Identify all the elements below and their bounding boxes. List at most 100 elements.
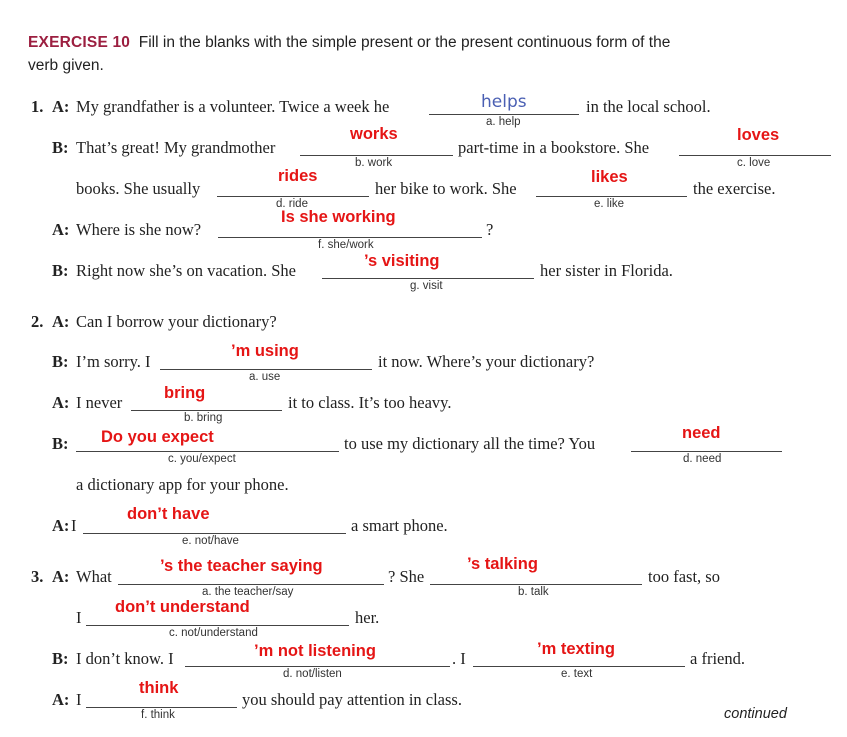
answer-text: need — [682, 424, 721, 442]
verb-hint: d. not/listen — [283, 668, 342, 680]
speaker-label: B: — [52, 138, 69, 157]
answer-blank[interactable] — [631, 451, 782, 452]
verb-hint: e. like — [594, 198, 625, 210]
speaker-label: A: — [52, 567, 70, 586]
instruction-text: Fill in the blanks with the simple prese… — [138, 34, 671, 51]
speaker-label: B: — [52, 434, 69, 453]
sentence-text: I never — [76, 393, 123, 412]
speaker-label: A: — [52, 393, 70, 412]
answer-text: Do you expect — [101, 428, 214, 446]
sentence-text: I — [71, 516, 77, 535]
sentence-text: books. She usually — [76, 179, 201, 198]
answer-text: bring — [164, 384, 206, 402]
verb-hint: a. use — [249, 371, 281, 383]
verb-hint: b. work — [355, 157, 393, 169]
answer-blank[interactable] — [218, 237, 482, 238]
answer-blank[interactable] — [217, 196, 369, 197]
speaker-label: A: — [52, 312, 70, 331]
sentence-text: you should pay attention in class. — [242, 690, 462, 709]
sentence-text: ? She — [388, 567, 425, 586]
verb-hint: a. help — [486, 116, 521, 128]
answer-text: ’s talking — [467, 555, 538, 573]
item-number: 2. — [31, 312, 44, 331]
answer-text: Is she working — [281, 208, 396, 226]
sentence-text: her. — [355, 608, 380, 627]
answer-blank[interactable] — [536, 196, 687, 197]
answer-blank[interactable] — [185, 666, 450, 667]
sentence-text: . I — [452, 649, 466, 668]
verb-hint: c. not/understand — [169, 627, 258, 639]
speaker-label: B: — [52, 352, 69, 371]
answer-text: ’m not listening — [254, 642, 376, 660]
speaker-label: A: — [52, 220, 70, 239]
sentence-text: a dictionary app for your phone. — [76, 475, 289, 494]
sentence-text: in the local school. — [586, 97, 711, 116]
answer-text: think — [139, 679, 179, 697]
sentence-text: Can I borrow your dictionary? — [76, 312, 277, 331]
answer-blank[interactable] — [160, 369, 372, 370]
verb-hint: b. bring — [184, 412, 223, 424]
item-number: 1. — [31, 97, 44, 116]
speaker-label: A: — [52, 516, 70, 535]
answer-text: likes — [591, 168, 628, 186]
sentence-text: My grandfather is a volunteer. Twice a w… — [76, 97, 390, 116]
verb-hint: g. visit — [410, 280, 443, 292]
answer-text: loves — [737, 126, 780, 144]
verb-hint: c. you/expect — [168, 453, 236, 465]
verb-hint: c. love — [737, 157, 771, 169]
answer-blank[interactable] — [322, 278, 534, 279]
answer-text: ’s the teacher saying — [160, 557, 323, 575]
sentence-text: What — [76, 567, 112, 586]
sentence-text: Right now she’s on vacation. She — [76, 261, 296, 280]
answer-blank[interactable] — [86, 707, 237, 708]
sentence-text: a smart phone. — [351, 516, 448, 535]
exercise-label: EXERCISE 10 — [28, 34, 131, 51]
verb-hint: f. think — [141, 709, 175, 721]
answer-blank[interactable] — [430, 584, 642, 585]
sentence-text: That’s great! My grandmother — [76, 138, 276, 157]
answer-blank[interactable] — [118, 584, 384, 585]
sentence-text: I — [76, 690, 82, 709]
continued-label: continued — [724, 706, 787, 722]
sentence-text: Where is she now? — [76, 220, 202, 239]
verb-hint: d. need — [683, 453, 722, 465]
sentence-text: I’m sorry. I — [76, 352, 151, 371]
verb-hint: d. ride — [276, 198, 308, 210]
answer-text: ’m using — [231, 342, 299, 360]
verb-hint: a. the teacher/say — [202, 586, 294, 598]
sentence-text: part-time in a bookstore. She — [458, 138, 650, 157]
answer-text: ’s visiting — [364, 252, 440, 270]
answer-text: helps — [481, 92, 527, 112]
answer-blank[interactable] — [131, 410, 282, 411]
verb-hint: b. talk — [518, 586, 549, 598]
sentence-text: to use my dictionary all the time? You — [344, 434, 596, 453]
answer-blank[interactable] — [300, 155, 453, 156]
instruction-text-line-2: verb given. — [28, 57, 104, 74]
answer-blank[interactable] — [76, 451, 339, 452]
answer-blank[interactable] — [679, 155, 831, 156]
answer-text: ’m texting — [537, 640, 615, 658]
sentence-text: ? — [486, 220, 494, 239]
answer-text: rides — [278, 167, 318, 185]
sentence-text: her bike to work. She — [375, 179, 517, 198]
verb-hint: e. not/have — [182, 535, 239, 547]
sentence-text: her sister in Florida. — [540, 261, 673, 280]
sentence-text: it to class. It’s too heavy. — [288, 393, 452, 412]
sentence-text: a friend. — [690, 649, 745, 668]
sentence-text: the exercise. — [693, 179, 776, 198]
answer-blank[interactable] — [86, 625, 349, 626]
verb-hint: f. she/work — [318, 239, 374, 251]
sentence-text: I — [76, 608, 82, 627]
speaker-label: B: — [52, 261, 69, 280]
answer-text: don’t have — [127, 505, 210, 523]
item-number: 3. — [31, 567, 44, 586]
sentence-text: it now. Where’s your dictionary? — [378, 352, 595, 371]
speaker-label: A: — [52, 690, 70, 709]
answer-blank[interactable] — [473, 666, 685, 667]
speaker-label: A: — [52, 97, 70, 116]
answer-blank[interactable] — [429, 114, 579, 115]
answer-blank[interactable] — [83, 533, 346, 534]
speaker-label: B: — [52, 649, 69, 668]
answer-text: works — [350, 125, 398, 143]
answer-text: don’t understand — [115, 598, 250, 616]
